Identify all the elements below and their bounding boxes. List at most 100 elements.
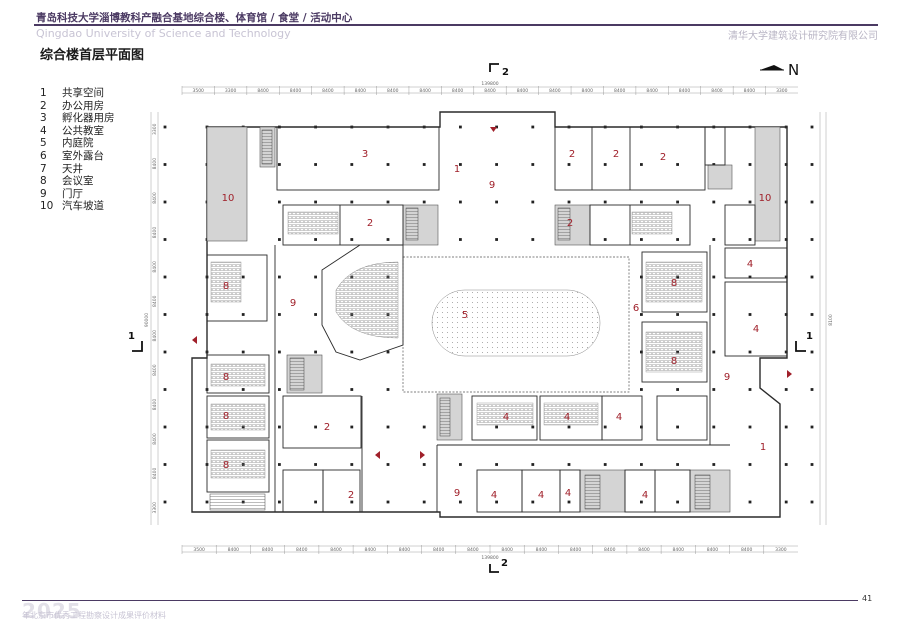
column	[567, 163, 571, 166]
column	[386, 200, 390, 204]
column	[784, 350, 788, 354]
dim-segment: 8400	[744, 88, 756, 94]
dim-segment: 8400	[582, 88, 594, 94]
dim-segment: 8400	[152, 158, 158, 170]
lecture-hall	[321, 244, 404, 361]
room-label: 8	[223, 281, 229, 292]
column	[314, 163, 317, 166]
column	[350, 500, 354, 504]
column	[531, 425, 535, 429]
column	[640, 163, 643, 166]
section-top-label: 2	[502, 67, 509, 78]
column	[603, 238, 607, 241]
room-label: 2	[660, 152, 666, 163]
column	[784, 500, 788, 504]
column	[640, 313, 643, 316]
header-rule	[34, 24, 878, 26]
column	[314, 425, 317, 429]
dim-segment: 8400	[467, 547, 479, 553]
room-label: 4	[565, 488, 571, 499]
dim-segment: 8400	[433, 547, 445, 553]
column	[241, 388, 245, 391]
column	[567, 500, 571, 504]
column	[278, 463, 281, 466]
dim-segment: 8400	[646, 88, 658, 94]
column	[784, 388, 788, 391]
dim-segment: 8400	[387, 88, 399, 94]
column	[350, 425, 354, 429]
column	[278, 275, 281, 279]
room-label: 2	[324, 422, 330, 433]
dim-segment: 3300	[225, 88, 237, 94]
column	[784, 275, 788, 279]
dim-left-total: 90000	[144, 313, 150, 327]
column	[712, 313, 716, 316]
dim-segment: 3500	[193, 547, 205, 553]
column	[784, 200, 788, 204]
room-label: 9	[724, 372, 730, 383]
room-label: 4	[564, 412, 570, 423]
column	[531, 238, 535, 241]
dim-segment: 8400	[330, 547, 342, 553]
dim-top-total: 139800	[481, 81, 498, 87]
column	[495, 500, 498, 504]
column	[712, 200, 716, 204]
column	[459, 163, 462, 166]
column	[748, 500, 752, 504]
room-label: 2	[567, 218, 573, 229]
dim-segment: 8400	[679, 88, 691, 94]
room-label: 8	[671, 278, 677, 289]
column	[748, 200, 752, 204]
dim-segment: 8400	[152, 468, 158, 480]
footer-note: 年北京市优秀工程勘察设计成果评价材料	[22, 611, 166, 620]
column	[386, 500, 390, 504]
room-label: 2	[348, 490, 354, 501]
column	[712, 238, 716, 241]
dim-segment: 8400	[741, 547, 753, 553]
column	[810, 200, 814, 204]
dim-segment: 8400	[536, 547, 548, 553]
column	[603, 200, 607, 204]
dim-left: 3300840084008400840084008400840084008400…	[152, 123, 158, 513]
column	[712, 425, 716, 429]
column	[495, 163, 498, 166]
column	[163, 238, 167, 241]
seating-blocks	[210, 211, 703, 479]
column	[676, 388, 679, 391]
column	[531, 163, 535, 166]
room-label: 4	[642, 490, 648, 501]
column	[278, 425, 281, 429]
column	[531, 125, 535, 129]
north-arrow-icon: N	[760, 61, 799, 79]
dim-segment: 8400	[452, 88, 464, 94]
column	[748, 163, 752, 166]
dim-segment: 8400	[707, 547, 719, 553]
north-label: N	[788, 61, 799, 79]
column	[459, 500, 462, 504]
column	[784, 425, 788, 429]
column	[676, 425, 679, 429]
column	[640, 500, 643, 504]
column	[241, 350, 245, 354]
room-label: 3	[362, 149, 368, 160]
dim-segment: 8400	[364, 547, 376, 553]
column	[810, 388, 814, 391]
column	[459, 463, 462, 466]
column	[278, 313, 281, 316]
column	[386, 163, 390, 166]
column	[810, 500, 814, 504]
dim-segment: 8400	[419, 88, 431, 94]
column	[459, 125, 462, 129]
room-label: 10	[759, 193, 772, 204]
column	[784, 163, 788, 166]
dim-segment: 8400	[711, 88, 723, 94]
column	[163, 275, 167, 279]
dim-segment: 8400	[152, 399, 158, 411]
column	[386, 388, 390, 391]
column	[810, 350, 814, 354]
column	[531, 200, 535, 204]
column	[784, 463, 788, 466]
dim-segment: 8400	[152, 261, 158, 273]
